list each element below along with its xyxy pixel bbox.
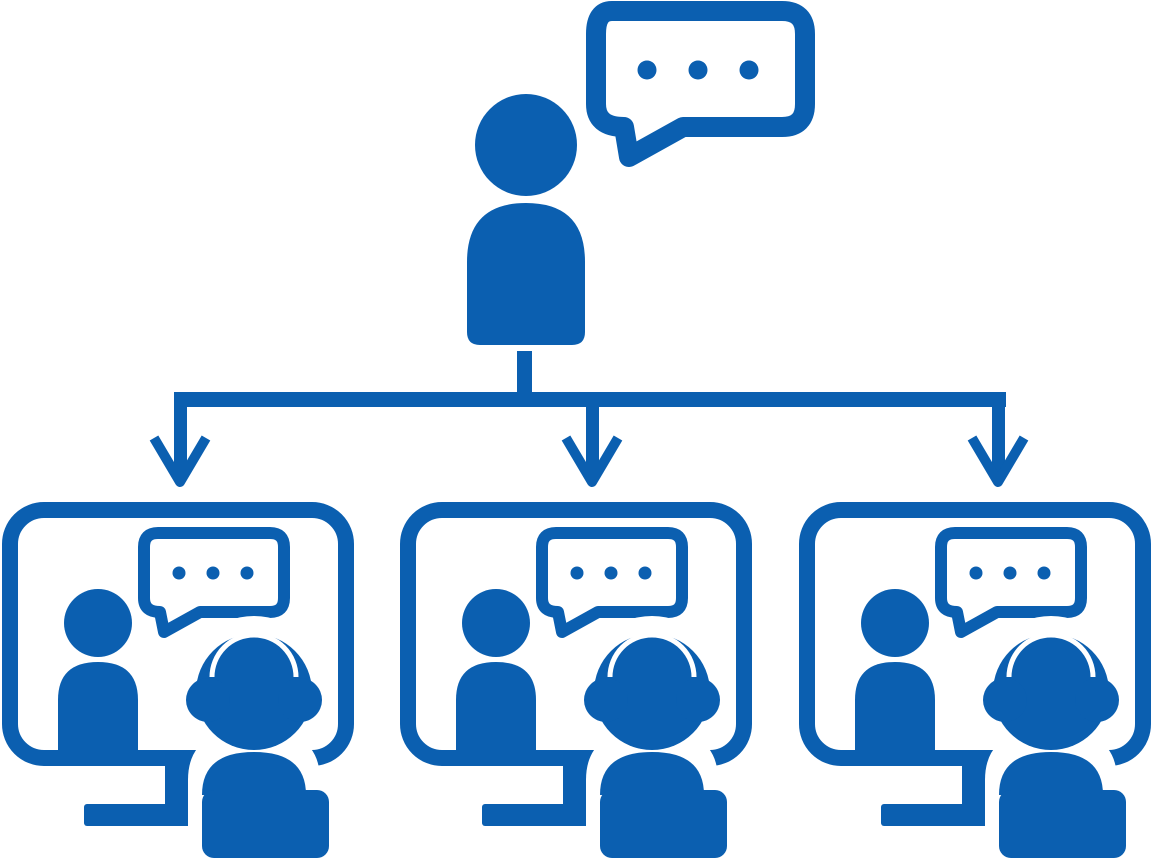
station-right-monitor-icon: [807, 510, 1143, 858]
station-middle-monitor-icon: [408, 510, 744, 858]
viewer-stations: [10, 510, 1143, 858]
station-left-monitor-icon: [10, 510, 346, 858]
presenter-person-icon: [467, 94, 585, 345]
speech-bubble-ellipsis-icon: [586, 1, 815, 167]
branch-arrows-icon: [154, 351, 1024, 482]
